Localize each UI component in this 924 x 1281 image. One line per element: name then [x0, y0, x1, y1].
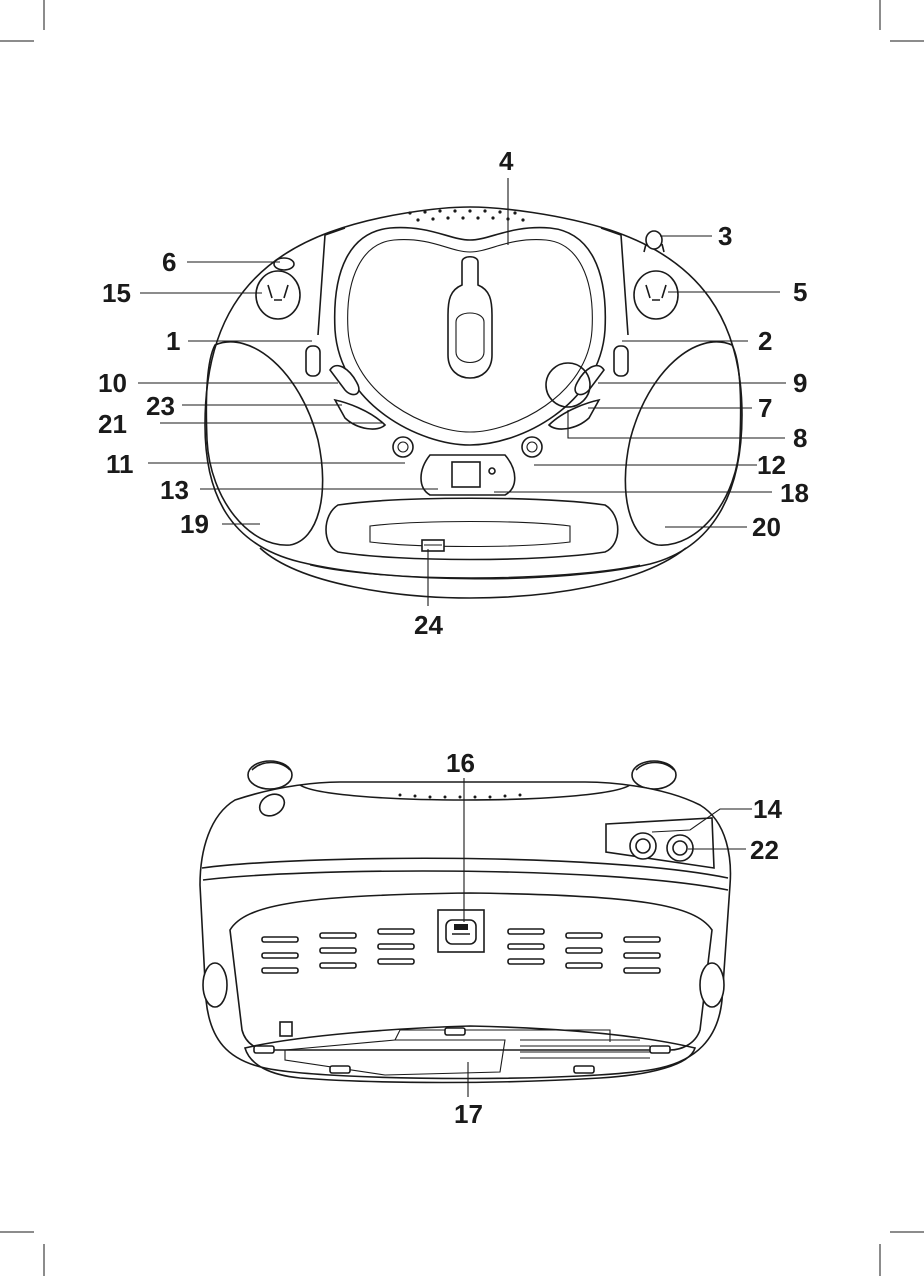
callout-13: 13 [160, 475, 189, 505]
ac-power-socket[interactable] [438, 910, 484, 952]
callout-14: 14 [753, 794, 782, 824]
callout-9: 9 [793, 368, 807, 398]
headphone-jack[interactable] [630, 833, 656, 859]
callout-3: 3 [718, 221, 732, 251]
callout-16: 16 [446, 748, 475, 778]
foot [254, 1046, 274, 1053]
callout-23: 23 [146, 391, 175, 421]
callout-10: 10 [98, 368, 127, 398]
cord-clip [280, 1022, 292, 1036]
foot [650, 1046, 670, 1053]
rear-right-knob [632, 761, 676, 789]
callout-21: 21 [98, 409, 127, 439]
callout-17: 17 [454, 1099, 483, 1129]
callout-8: 8 [793, 423, 807, 453]
callout-2: 2 [758, 326, 772, 356]
callout-20: 20 [752, 512, 781, 542]
rear-view [200, 761, 730, 1083]
callout-11: 11 [106, 449, 134, 479]
right-slide-switch[interactable] [614, 346, 628, 376]
callout-24: 24 [414, 610, 443, 640]
foot [445, 1028, 465, 1035]
callout-4: 4 [499, 146, 514, 176]
callout-5: 5 [793, 277, 807, 307]
rear-right-port [700, 963, 724, 1007]
rear-left-port [203, 963, 227, 1007]
aux-in-jack[interactable] [667, 835, 693, 861]
callout-19: 19 [180, 509, 209, 539]
callout-22: 22 [750, 835, 779, 865]
left-slide-switch[interactable] [306, 346, 320, 376]
right-knob[interactable] [634, 271, 678, 319]
callout-6: 6 [162, 247, 176, 277]
rear-left-knob [248, 761, 292, 789]
callout-7: 7 [758, 393, 772, 423]
top-left-indicator [274, 258, 294, 270]
foot [330, 1066, 350, 1073]
callout-15: 15 [102, 278, 131, 308]
left-knob[interactable] [256, 271, 300, 319]
right-round-button[interactable] [522, 437, 542, 457]
foot [574, 1066, 594, 1073]
left-round-button[interactable] [393, 437, 413, 457]
callout-18: 18 [780, 478, 809, 508]
callout-12: 12 [757, 450, 786, 480]
callout-1: 1 [166, 326, 180, 356]
front-view [205, 207, 742, 598]
